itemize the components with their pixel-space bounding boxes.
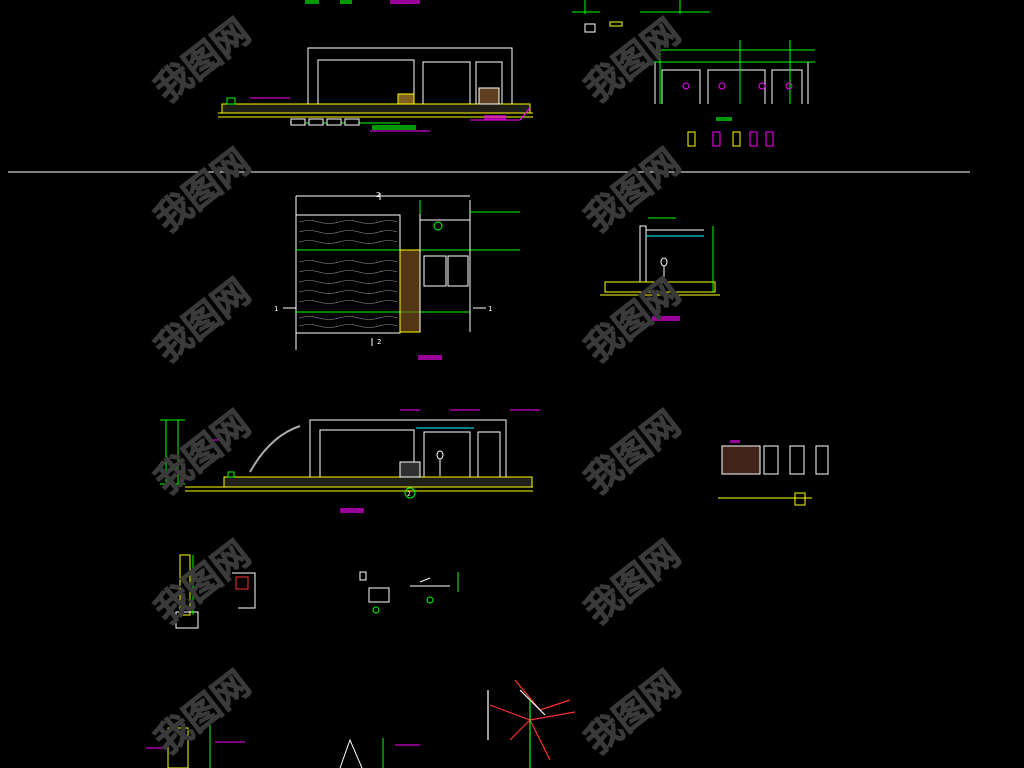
top-elevation-drawing <box>218 0 533 132</box>
watermark-text: 我图网 <box>578 664 688 763</box>
section-marker-left: 1 <box>274 305 278 313</box>
watermark-text: 我图网 <box>578 404 688 503</box>
watermark-text: 我图网 <box>148 404 258 503</box>
bottom-details-drawing <box>146 722 420 768</box>
watermark-text: 我图网 <box>148 664 258 763</box>
watermark-text: 我图网 <box>578 12 688 111</box>
section-marker-bottom: 2 <box>377 338 381 346</box>
section-marker-top: 2 <box>376 191 380 199</box>
watermark-text: 我图网 <box>578 534 688 633</box>
wall-detail-drawing <box>718 440 829 506</box>
watermark-text: 我图网 <box>148 12 258 111</box>
detail-callout-number: 2 <box>407 491 411 498</box>
watermark-layer: 我图网 我图网 我图网 我图网 我图网 我图网 我图网 我图网 我图网 我图网 <box>147 11 688 763</box>
foundation-detail-drawing <box>175 554 459 629</box>
section-marker-right: 1 <box>488 305 492 313</box>
plan-view-drawing <box>283 193 520 360</box>
section-detail-drawing <box>600 217 720 321</box>
top-right-detail-drawing <box>572 0 815 147</box>
watermark-text: 我图网 <box>578 142 688 241</box>
watermark-text: 我图网 <box>148 142 258 241</box>
watermark-text: 我图网 <box>148 534 258 633</box>
joint-detail-drawing <box>487 679 576 768</box>
watermark-text: 我图网 <box>148 272 258 371</box>
stone-texture-fill <box>298 220 398 328</box>
section-elevation-drawing <box>160 409 540 513</box>
